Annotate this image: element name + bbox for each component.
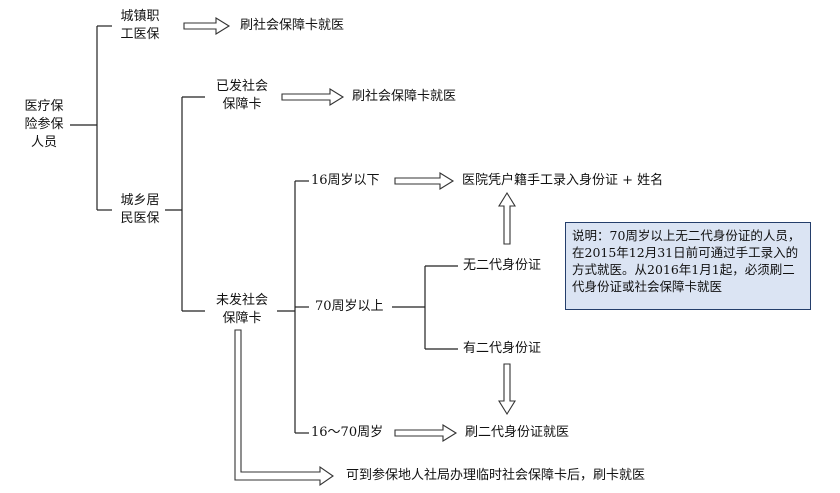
label-temporary-card: 可到参保地人社局办理临时社会保障卡后，刷卡就医	[346, 468, 646, 483]
label-swipe-social-card-1: 刷社会保障卡就医	[240, 18, 345, 33]
arrow-has-id-down	[498, 363, 516, 416]
arrow-urban-employee	[183, 17, 231, 35]
label-swipe-second-gen-id: 刷二代身份证就医	[465, 425, 570, 440]
arrow-temp-card	[234, 329, 334, 487]
label-hospital-manual-entry: 医院凭户籍手工录入身份证 + 姓名	[462, 173, 664, 188]
has-card-line2: 保障卡	[222, 97, 262, 112]
note-box: 说明：70周岁以上无二代身份证的人员，在2015年12月31日前可通过手工录入的…	[565, 222, 811, 310]
urban-employee-line1: 城镇职	[120, 9, 160, 24]
label-under-16: 16周岁以下	[311, 173, 380, 188]
arrow-under16	[394, 172, 455, 190]
urban-rural-line1: 城乡居	[120, 193, 160, 208]
urban-employee-line2: 工医保	[120, 27, 160, 42]
label-age-16-70: 16～70周岁	[311, 425, 384, 440]
arrow-has-card	[281, 88, 345, 106]
node-urban-employee-insurance: 城镇职 工医保	[114, 8, 166, 44]
urban-rural-line2: 民医保	[120, 211, 160, 226]
arrow-age16-70	[394, 424, 458, 442]
node-insured-persons: 医疗保 险参保 人员	[18, 98, 70, 152]
root-line2: 险参保	[24, 117, 64, 132]
root-line3: 人员	[30, 135, 57, 150]
label-over-70: 70周岁以上	[315, 299, 384, 314]
label-no-second-gen-id: 无二代身份证	[463, 258, 542, 273]
no-card-line1: 未发社会	[215, 293, 268, 308]
arrow-no-id-up	[498, 191, 516, 245]
node-urban-rural-insurance: 城乡居 民医保	[114, 192, 166, 228]
node-has-social-card: 已发社会 保障卡	[206, 78, 278, 114]
no-card-line2: 保障卡	[222, 311, 262, 326]
label-swipe-social-card-2: 刷社会保障卡就医	[352, 89, 457, 104]
label-has-second-gen-id: 有二代身份证	[463, 341, 542, 356]
root-line1: 医疗保	[24, 99, 64, 114]
node-no-social-card: 未发社会 保障卡	[206, 292, 278, 328]
has-card-line1: 已发社会	[215, 79, 268, 94]
